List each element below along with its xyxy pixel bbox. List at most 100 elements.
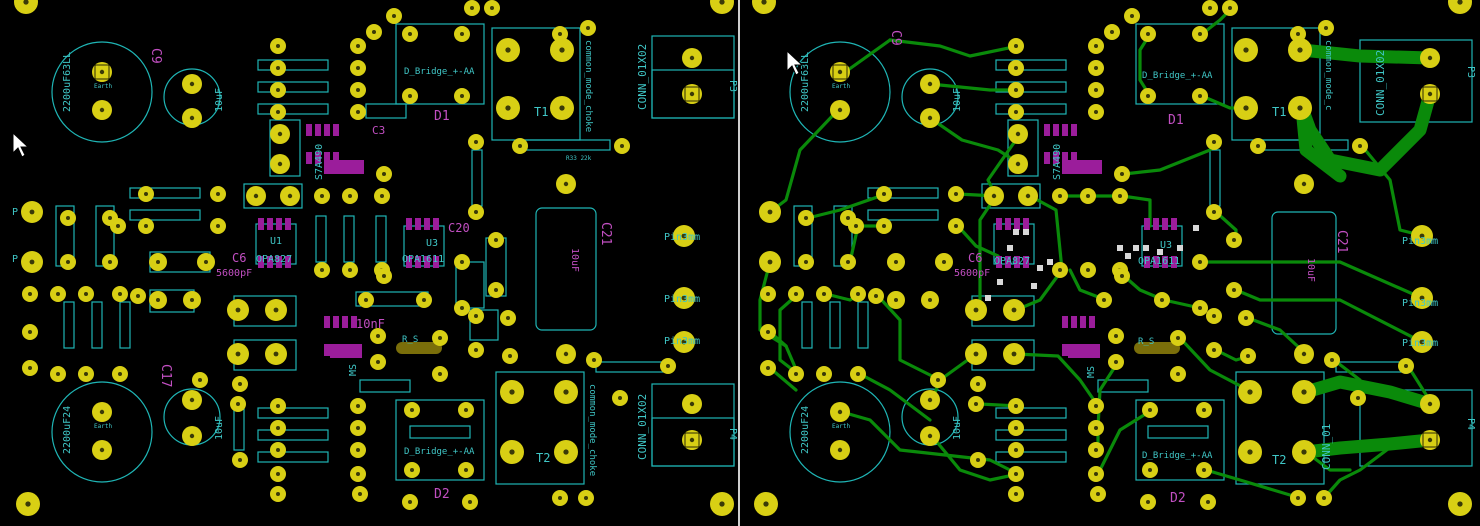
through-hole-pad[interactable] — [682, 394, 702, 414]
through-hole-pad[interactable] — [352, 486, 368, 502]
ic-pin[interactable] — [1080, 316, 1086, 328]
through-hole-pad[interactable] — [270, 124, 290, 144]
through-hole-pad[interactable] — [1192, 300, 1208, 316]
left-pcb-canvas[interactable]: C9 2200uF63LL 10uF 2200uF24 10uF C17 C6 … — [0, 0, 738, 526]
ic-pin[interactable] — [333, 124, 339, 136]
ic-pin[interactable] — [315, 124, 321, 136]
smd-pad[interactable] — [1068, 344, 1100, 358]
through-hole-pad[interactable] — [1238, 310, 1254, 326]
through-hole-pad[interactable] — [1003, 343, 1025, 365]
ic-pin[interactable] — [415, 256, 421, 268]
through-hole-pad[interactable] — [1052, 188, 1068, 204]
through-hole-pad[interactable] — [50, 366, 66, 382]
through-hole-pad[interactable] — [554, 440, 578, 464]
through-hole-pad[interactable] — [660, 358, 676, 374]
through-hole-pad[interactable] — [830, 440, 850, 460]
ic-pin[interactable] — [433, 256, 439, 268]
through-hole-pad[interactable] — [673, 225, 695, 247]
through-hole-pad[interactable] — [270, 398, 286, 414]
copper-trace[interactable] — [930, 434, 1020, 482]
through-hole-pad[interactable] — [876, 186, 892, 202]
through-hole-pad[interactable] — [1088, 38, 1104, 54]
ic-pin[interactable] — [1071, 124, 1077, 136]
through-hole-pad[interactable] — [682, 84, 702, 104]
through-hole-pad[interactable] — [1318, 20, 1334, 36]
through-hole-pad[interactable] — [92, 100, 112, 120]
through-hole-pad[interactable] — [496, 38, 520, 62]
through-hole-pad[interactable] — [1088, 104, 1104, 120]
copper-trace[interactable] — [1246, 316, 1308, 356]
smd-pad[interactable] — [330, 344, 362, 358]
through-hole-pad[interactable] — [454, 26, 470, 42]
copper-trace[interactable] — [846, 38, 892, 72]
through-hole-pad[interactable] — [227, 299, 249, 321]
through-hole-pad[interactable] — [968, 396, 984, 412]
smd-pad[interactable] — [1062, 160, 1102, 174]
ic-pin[interactable] — [342, 316, 348, 328]
through-hole-pad[interactable] — [1088, 398, 1104, 414]
through-hole-pad[interactable] — [970, 376, 986, 392]
copper-trace[interactable] — [888, 38, 1020, 58]
through-hole-pad[interactable] — [265, 343, 287, 365]
through-hole-pad[interactable] — [578, 490, 594, 506]
through-hole-pad[interactable] — [102, 254, 118, 270]
via[interactable] — [1031, 283, 1037, 289]
through-hole-pad[interactable] — [1324, 352, 1340, 368]
copper-trace[interactable] — [840, 410, 1020, 476]
through-hole-pad[interactable] — [270, 442, 286, 458]
through-hole-pad[interactable] — [788, 286, 804, 302]
through-hole-pad[interactable] — [710, 492, 734, 516]
copper-trace[interactable] — [778, 292, 800, 376]
ic-pin[interactable] — [258, 256, 264, 268]
via[interactable] — [1133, 245, 1139, 251]
ic-pin[interactable] — [333, 152, 339, 164]
through-hole-pad[interactable] — [488, 232, 504, 248]
through-hole-pad[interactable] — [830, 62, 850, 82]
ic-pin[interactable] — [324, 152, 330, 164]
through-hole-pad[interactable] — [1226, 232, 1242, 248]
ic-pin[interactable] — [276, 218, 282, 230]
through-hole-pad[interactable] — [1052, 262, 1068, 278]
pane-divider[interactable] — [738, 0, 740, 526]
through-hole-pad[interactable] — [270, 60, 286, 76]
through-hole-pad[interactable] — [1008, 442, 1024, 458]
through-hole-pad[interactable] — [965, 343, 987, 365]
through-hole-pad[interactable] — [342, 262, 358, 278]
via[interactable] — [1023, 229, 1029, 235]
through-hole-pad[interactable] — [850, 286, 866, 302]
copper-trace[interactable] — [806, 192, 888, 220]
through-hole-pad[interactable] — [920, 108, 940, 128]
through-hole-pad[interactable] — [227, 343, 249, 365]
through-hole-pad[interactable] — [500, 380, 524, 404]
through-hole-pad[interactable] — [965, 299, 987, 321]
through-hole-pad[interactable] — [798, 254, 814, 270]
via[interactable] — [1013, 229, 1019, 235]
ic-pin[interactable] — [1171, 218, 1177, 230]
through-hole-pad[interactable] — [416, 292, 432, 308]
through-hole-pad[interactable] — [1008, 82, 1024, 98]
ic-pin[interactable] — [1005, 256, 1011, 268]
through-hole-pad[interactable] — [1226, 282, 1242, 298]
through-hole-pad[interactable] — [1140, 88, 1156, 104]
ic-pin[interactable] — [406, 256, 412, 268]
through-hole-pad[interactable] — [552, 26, 568, 42]
through-hole-pad[interactable] — [1088, 60, 1104, 76]
copper-trace[interactable] — [1096, 408, 1154, 476]
through-hole-pad[interactable] — [14, 0, 38, 14]
through-hole-pad[interactable] — [246, 186, 266, 206]
ic-pin[interactable] — [1044, 152, 1050, 164]
copper-trace[interactable] — [1138, 32, 1152, 98]
through-hole-pad[interactable] — [868, 288, 884, 304]
through-hole-pad[interactable] — [1206, 342, 1222, 358]
through-hole-pad[interactable] — [468, 308, 484, 324]
through-hole-pad[interactable] — [1420, 48, 1440, 68]
through-hole-pad[interactable] — [130, 288, 146, 304]
through-hole-pad[interactable] — [78, 286, 94, 302]
through-hole-pad[interactable] — [512, 138, 528, 154]
through-hole-pad[interactable] — [1316, 490, 1332, 506]
through-hole-pad[interactable] — [210, 186, 226, 202]
through-hole-pad[interactable] — [454, 88, 470, 104]
through-hole-pad[interactable] — [1196, 402, 1212, 418]
through-hole-pad[interactable] — [1411, 225, 1433, 247]
through-hole-pad[interactable] — [876, 218, 892, 234]
